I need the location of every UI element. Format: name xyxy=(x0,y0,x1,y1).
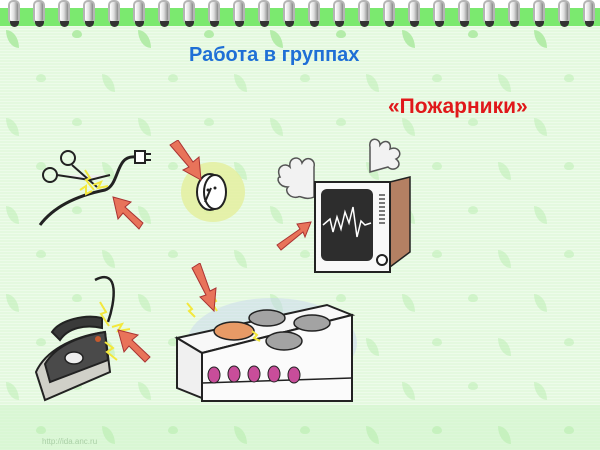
leaf-icon xyxy=(564,162,574,170)
leaf-icon xyxy=(432,250,442,258)
leaf-icon xyxy=(564,250,574,258)
spiral-ring xyxy=(408,0,420,27)
leaf-icon xyxy=(336,30,346,38)
spiral-ring xyxy=(158,0,170,27)
leaf-icon xyxy=(564,74,574,82)
leaf-icon xyxy=(204,30,214,38)
leaf-icon xyxy=(72,30,82,38)
leaf-icon xyxy=(336,118,346,126)
spiral-ring xyxy=(83,0,95,27)
spiral-ring xyxy=(33,0,45,27)
spiral-ring xyxy=(433,0,445,27)
spiral-ring xyxy=(133,0,145,27)
spiral-ring xyxy=(283,0,295,27)
socket-illustration xyxy=(169,140,245,222)
spiral-ring xyxy=(233,0,245,27)
leaf-icon xyxy=(72,294,82,302)
leaf-icon xyxy=(336,294,346,302)
spiral-ring xyxy=(8,0,20,27)
spiral-ring xyxy=(358,0,370,27)
spiral-ring xyxy=(383,0,395,27)
leaf-icon xyxy=(468,382,478,390)
leaf-icon xyxy=(300,74,310,82)
spiral-ring xyxy=(583,0,595,27)
smoking-tv-illustration xyxy=(276,138,411,273)
spiral-ring xyxy=(558,0,570,27)
leaf-icon xyxy=(168,250,178,258)
iron-illustration xyxy=(34,276,151,402)
slide-title: Работа в группах xyxy=(189,44,360,66)
spiral-ring xyxy=(458,0,470,27)
bottom-band xyxy=(0,405,600,450)
spiral-ring xyxy=(183,0,195,27)
leaf-icon xyxy=(36,74,46,82)
spiral-binding-band xyxy=(0,0,600,26)
leaf-icon xyxy=(36,162,46,170)
spiral-ring xyxy=(58,0,70,27)
leaf-icon xyxy=(168,338,178,346)
leaf-icon xyxy=(468,30,478,38)
watermark-url: http://ida.anc.ru xyxy=(42,437,98,446)
leaf-icon xyxy=(168,162,178,170)
spiral-ring xyxy=(108,0,120,27)
spiral-ring xyxy=(508,0,520,27)
spiral-ring xyxy=(333,0,345,27)
slide-subtitle: «Пожарники» xyxy=(388,95,528,118)
leaf-icon xyxy=(300,250,310,258)
leaf-icon xyxy=(72,206,82,214)
leaf-icon xyxy=(168,74,178,82)
spiral-ring xyxy=(208,0,220,27)
spiral-ring xyxy=(308,0,320,27)
spiral-ring xyxy=(533,0,545,27)
leaf-icon xyxy=(564,338,574,346)
spiral-ring xyxy=(258,0,270,27)
leaf-icon xyxy=(432,162,442,170)
leaf-icon xyxy=(468,206,478,214)
leaf-icon xyxy=(468,294,478,302)
leaf-icon xyxy=(204,118,214,126)
leaf-icon xyxy=(36,250,46,258)
leaf-icon xyxy=(72,118,82,126)
leaf-icon xyxy=(432,338,442,346)
stove-illustration xyxy=(174,263,357,402)
leaf-icon xyxy=(468,118,478,126)
leaf-icon xyxy=(432,74,442,82)
leaf-icon xyxy=(36,338,46,346)
scissors-cord-illustration xyxy=(38,150,151,230)
spiral-ring xyxy=(483,0,495,27)
